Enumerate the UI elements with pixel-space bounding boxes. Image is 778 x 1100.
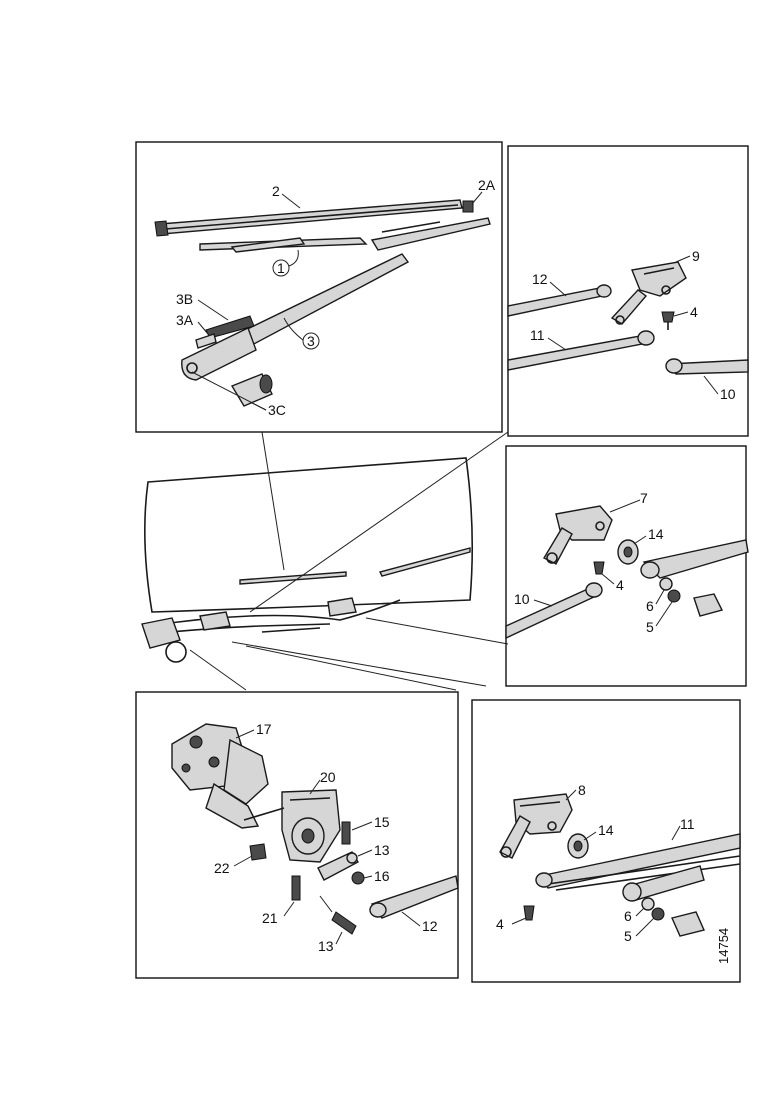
- label-blade: 2: [272, 183, 280, 199]
- label-motor-nut: 16: [374, 868, 390, 884]
- label-lower-link: 11: [530, 327, 545, 343]
- motor-bolt-bottom: [331, 911, 357, 935]
- link-short-rod: [665, 358, 749, 375]
- label-short-link: 10: [720, 386, 736, 402]
- lower-bracket: [499, 793, 573, 859]
- motor-screw: [291, 875, 301, 901]
- panel-blade-arm: 2 2A 1 3 3B 3A 3C: [135, 141, 503, 433]
- motor-bolt-top: [341, 821, 351, 845]
- mid-link: [505, 582, 603, 640]
- mid-arm: [640, 539, 749, 579]
- panel-link-upper: 9 12 11 4 10: [507, 145, 749, 437]
- motor-crank: [317, 851, 365, 885]
- label-mid-link: 10: [514, 591, 530, 607]
- label-lower-nut: 5: [624, 928, 632, 944]
- label-arm-cap: 3C: [268, 402, 286, 418]
- label-lower-bracket: 8: [578, 782, 586, 798]
- lower-link-rod: [535, 833, 741, 891]
- panel-link-mid: 7 14 4 10 6 5: [505, 445, 749, 687]
- label-motor-link: 12: [422, 918, 438, 934]
- label-upper-screw: 4: [690, 304, 698, 320]
- panel-link-lower: 8 14 11 4 6 5: [471, 699, 741, 983]
- label-lower-link: 11: [680, 816, 695, 832]
- label-arm-pivot: 3A: [176, 312, 194, 328]
- label-motor-bolt-left: 22: [214, 860, 230, 876]
- label-motor-bolt-top: 15: [374, 814, 390, 830]
- label-arm-cover: 3B: [176, 291, 193, 307]
- wiper-arm-right: [370, 217, 491, 251]
- wiper-motor: [171, 723, 269, 829]
- panel-motor: 17 20 15 13 16 22 21 13 12: [135, 691, 459, 979]
- label-motor-bracket: 20: [320, 769, 336, 785]
- lower-cap: [671, 911, 705, 937]
- motor-bolt-left: [249, 843, 267, 861]
- label-blade-insert: 2A: [478, 177, 496, 193]
- mid-washer: [659, 577, 673, 591]
- label-mid-bushing: 14: [648, 526, 664, 542]
- blade-insert: [462, 200, 474, 213]
- label-arm-left: 1: [277, 260, 285, 276]
- mid-screw: [593, 561, 605, 575]
- mid-cap: [693, 593, 724, 617]
- panel-link-upper-frame: [507, 145, 749, 437]
- lower-washer: [641, 897, 655, 911]
- label-arm-right: 3: [307, 333, 315, 349]
- figure-reference: 14754: [716, 928, 731, 964]
- lower-arm: [622, 865, 705, 902]
- wiper-blade: [154, 199, 463, 237]
- label-upper-bracket: 9: [692, 248, 700, 264]
- upper-screw: [661, 311, 675, 330]
- link-upper-rod: [507, 284, 612, 317]
- label-mid-nut: 5: [646, 619, 654, 635]
- wiper-arm-left: [199, 237, 368, 253]
- label-motor-spacer: 13: [374, 842, 390, 858]
- motor-link-rod: [369, 875, 459, 919]
- label-mid-bracket: 7: [640, 490, 648, 506]
- label-motor: 17: [256, 721, 272, 737]
- label-motor-bolt-bottom: 13: [318, 938, 334, 954]
- label-mid-screw: 4: [616, 577, 624, 593]
- arm-cap: [230, 373, 273, 407]
- label-lower-washer: 6: [624, 908, 632, 924]
- mid-nut: [667, 589, 681, 603]
- label-lower-screw: 4: [496, 916, 504, 932]
- motor-bracket: [243, 789, 341, 863]
- panel-link-mid-frame: [505, 445, 747, 687]
- label-upper-link: 12: [532, 271, 548, 287]
- lower-nut: [651, 907, 665, 921]
- label-lower-bushing: 14: [598, 822, 614, 838]
- mid-bracket: [543, 505, 613, 565]
- label-arm-right-circle: [302, 332, 320, 350]
- label-motor-screw: 21: [262, 910, 278, 926]
- label-arm-left-circle: [272, 259, 290, 277]
- lower-bushing: [567, 833, 589, 859]
- label-mid-washer: 6: [646, 598, 654, 614]
- upper-pivot-bracket: [610, 261, 687, 325]
- link-lower-rod: [507, 330, 655, 371]
- panel-blade-arm-frame: [135, 141, 503, 433]
- wiper-arm-main: [181, 253, 410, 381]
- mid-bushing: [617, 539, 639, 565]
- windscreen-overview: [141, 431, 509, 691]
- panel-motor-frame: [135, 691, 459, 979]
- lower-screw: [523, 905, 535, 921]
